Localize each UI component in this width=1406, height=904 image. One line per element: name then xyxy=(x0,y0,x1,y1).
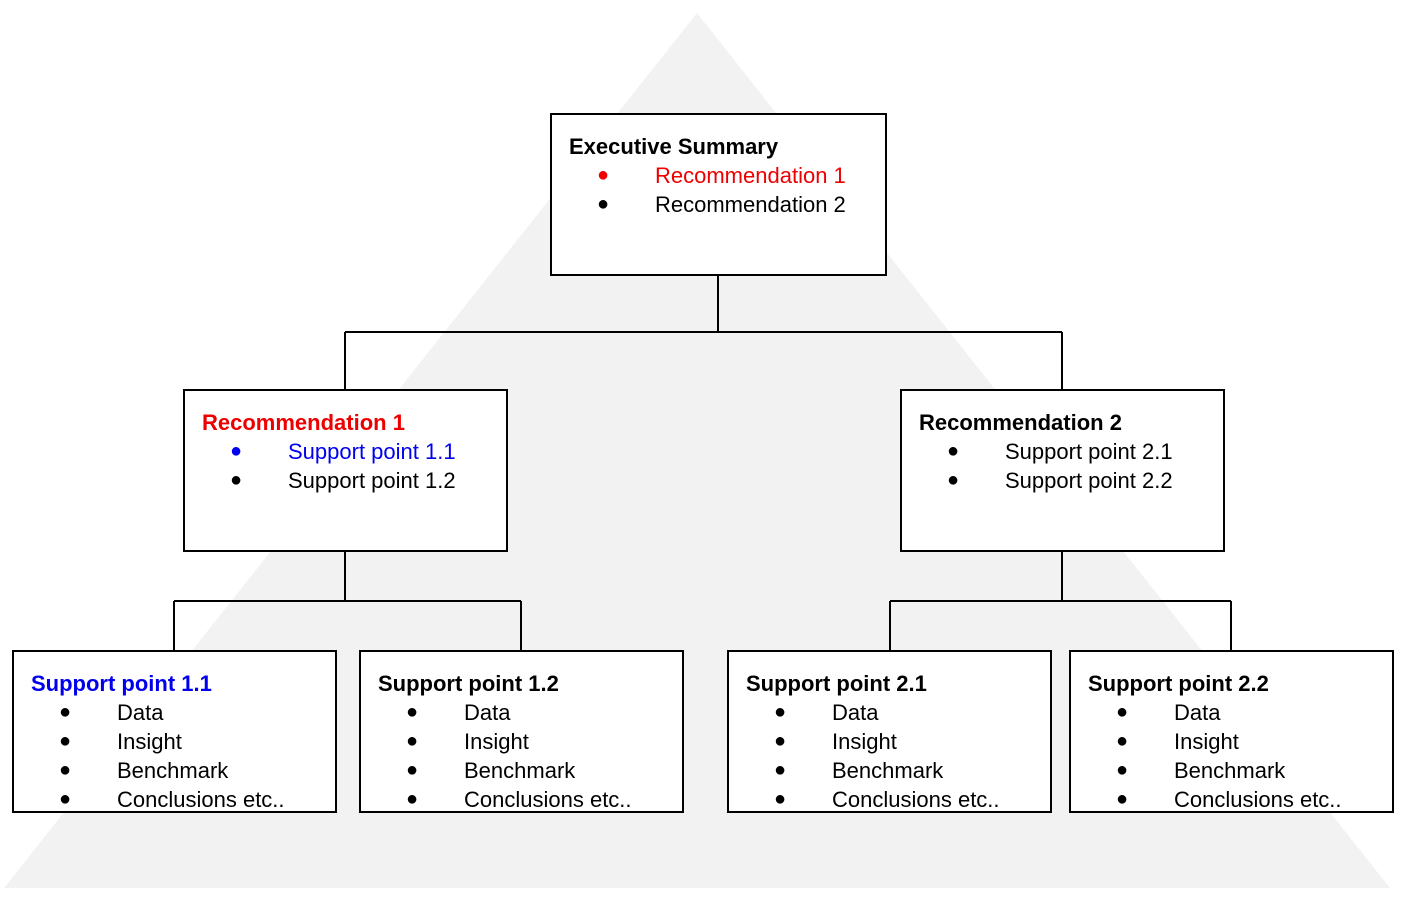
box-bullet-list: ● Support point 1.1 ● Support point 1.2 xyxy=(202,437,489,495)
list-item-label: Data xyxy=(117,700,164,725)
list-item-label: Support point 2.1 xyxy=(1005,439,1173,464)
box-title: Support point 1.2 xyxy=(378,671,559,696)
box-bullet-list: ● Data ● Insight ● Benchmark ● Conclusio… xyxy=(1088,698,1375,814)
bullet-icon: ● xyxy=(406,788,419,810)
list-item-label: Insight xyxy=(117,729,182,754)
box-title: Support point 1.1 xyxy=(31,671,212,696)
bullet-icon: ● xyxy=(1116,730,1129,752)
support-point-2-2-box: Support point 2.2 ● Data ● Insight ● Ben… xyxy=(1069,650,1394,813)
bullet-icon: ● xyxy=(59,788,72,810)
box-bullet-list: ● Data ● Insight ● Benchmark ● Conclusio… xyxy=(746,698,1033,814)
box-title: Support point 2.2 xyxy=(1088,671,1269,696)
list-item: ● Benchmark xyxy=(31,756,318,785)
bullet-icon: ● xyxy=(406,701,419,723)
list-item: ● Conclusions etc.. xyxy=(746,785,1033,814)
bullet-icon: ● xyxy=(947,440,960,462)
list-item-label: Data xyxy=(1174,700,1221,725)
support-point-1-2-box: Support point 1.2 ● Data ● Insight ● Ben… xyxy=(359,650,684,813)
bullet-icon: ● xyxy=(1116,759,1129,781)
list-item-label: Benchmark xyxy=(464,758,576,783)
bullet-icon: ● xyxy=(59,759,72,781)
list-item-label: Support point 2.2 xyxy=(1005,468,1173,493)
list-item: ● Insight xyxy=(378,727,665,756)
bullet-icon: ● xyxy=(774,701,787,723)
list-item-label: Benchmark xyxy=(117,758,229,783)
bullet-icon: ● xyxy=(230,469,243,491)
list-item: ● Benchmark xyxy=(1088,756,1375,785)
list-item-label: Insight xyxy=(1174,729,1239,754)
box-title: Executive Summary xyxy=(569,134,779,159)
box-title: Recommendation 1 xyxy=(202,410,405,435)
box-bullet-list: ● Support point 2.1 ● Support point 2.2 xyxy=(919,437,1206,495)
list-item: ● Data xyxy=(378,698,665,727)
list-item-label: Benchmark xyxy=(832,758,944,783)
bullet-icon: ● xyxy=(947,469,960,491)
list-item-label: Recommendation 1 xyxy=(655,163,846,188)
list-item: ● Benchmark xyxy=(378,756,665,785)
list-item: ● Support point 1.2 xyxy=(202,466,489,495)
bullet-icon: ● xyxy=(774,759,787,781)
list-item: ● Conclusions etc.. xyxy=(31,785,318,814)
box-bullet-list: ● Data ● Insight ● Benchmark ● Conclusio… xyxy=(31,698,318,814)
list-item: ● Recommendation 1 xyxy=(569,161,868,190)
tree-connectors xyxy=(173,275,1232,650)
list-item-label: Conclusions etc.. xyxy=(832,787,1000,812)
bullet-icon: ● xyxy=(597,164,610,186)
list-item: ● Support point 2.1 xyxy=(919,437,1206,466)
support-point-2-1-box: Support point 2.1 ● Data ● Insight ● Ben… xyxy=(727,650,1052,813)
list-item-label: Recommendation 2 xyxy=(655,192,846,217)
bullet-icon: ● xyxy=(774,730,787,752)
box-bullet-list: ● Recommendation 1 ● Recommendation 2 xyxy=(569,161,868,219)
bullet-icon: ● xyxy=(59,701,72,723)
list-item: ● Benchmark xyxy=(746,756,1033,785)
list-item: ● Data xyxy=(31,698,318,727)
list-item: ● Insight xyxy=(31,727,318,756)
list-item-label: Data xyxy=(832,700,879,725)
list-item-label: Support point 1.2 xyxy=(288,468,456,493)
bullet-icon: ● xyxy=(230,440,243,462)
recommendation-2-box: Recommendation 2 ● Support point 2.1 ● S… xyxy=(900,389,1225,552)
executive-summary-box: Executive Summary ● Recommendation 1 ● R… xyxy=(550,113,887,276)
list-item: ● Conclusions etc.. xyxy=(378,785,665,814)
list-item: ● Support point 1.1 xyxy=(202,437,489,466)
list-item: ● Recommendation 2 xyxy=(569,190,868,219)
list-item-label: Support point 1.1 xyxy=(288,439,456,464)
recommendation-1-box: Recommendation 1 ● Support point 1.1 ● S… xyxy=(183,389,508,552)
bullet-icon: ● xyxy=(406,730,419,752)
bullet-icon: ● xyxy=(59,730,72,752)
list-item: ● Conclusions etc.. xyxy=(1088,785,1375,814)
support-point-1-1-box: Support point 1.1 ● Data ● Insight ● Ben… xyxy=(12,650,337,813)
list-item-label: Conclusions etc.. xyxy=(464,787,632,812)
list-item-label: Insight xyxy=(464,729,529,754)
list-item: ● Insight xyxy=(1088,727,1375,756)
list-item: ● Support point 2.2 xyxy=(919,466,1206,495)
box-title: Support point 2.1 xyxy=(746,671,927,696)
bullet-icon: ● xyxy=(406,759,419,781)
box-title: Recommendation 2 xyxy=(919,410,1122,435)
list-item-label: Data xyxy=(464,700,511,725)
bullet-icon: ● xyxy=(597,193,610,215)
list-item-label: Conclusions etc.. xyxy=(1174,787,1342,812)
bullet-icon: ● xyxy=(1116,788,1129,810)
list-item: ● Data xyxy=(746,698,1033,727)
box-bullet-list: ● Data ● Insight ● Benchmark ● Conclusio… xyxy=(378,698,665,814)
list-item-label: Insight xyxy=(832,729,897,754)
list-item: ● Data xyxy=(1088,698,1375,727)
list-item: ● Insight xyxy=(746,727,1033,756)
list-item-label: Conclusions etc.. xyxy=(117,787,285,812)
list-item-label: Benchmark xyxy=(1174,758,1286,783)
bullet-icon: ● xyxy=(1116,701,1129,723)
bullet-icon: ● xyxy=(774,788,787,810)
